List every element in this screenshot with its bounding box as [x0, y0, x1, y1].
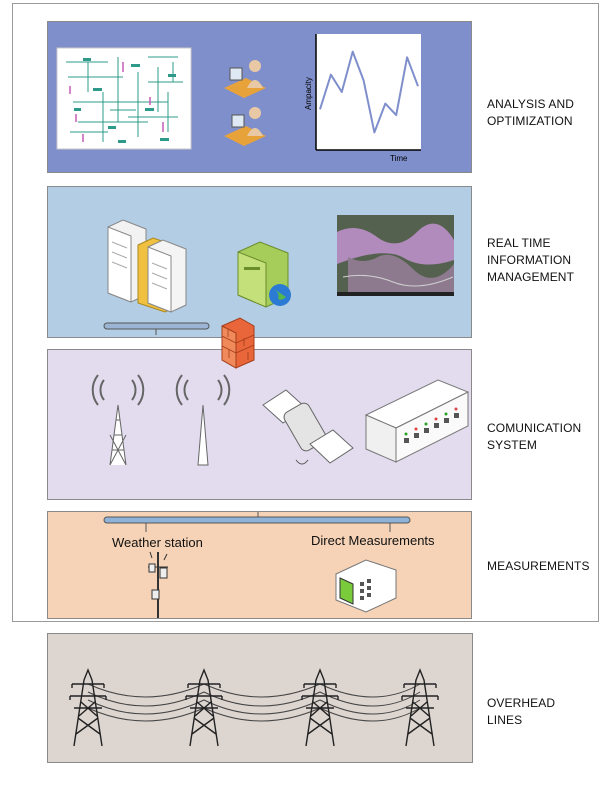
measurement-device-icon — [335, 559, 397, 613]
radio-tower-icon — [91, 374, 145, 466]
measurement-bus — [103, 516, 411, 524]
label-communication: COMUNICATION SYSTEM — [487, 421, 582, 452]
weather-station-label: Weather station — [112, 535, 203, 550]
layer-overhead — [47, 633, 473, 763]
transmission-tower-icon — [401, 668, 439, 747]
y-axis-label: Ampacity — [304, 77, 313, 110]
transmission-tower-icon — [185, 668, 223, 747]
overhead-illustrations — [69, 668, 439, 747]
server-rack-icon — [107, 219, 187, 313]
layer-measurements: Weather station Direct Measurements — [47, 511, 472, 619]
label-realtime: REAL TIME INFORMATION MANAGEMENT — [487, 236, 575, 284]
satellite-icon — [262, 389, 354, 465]
analysis-illustrations: Time Ampacity — [56, 34, 421, 163]
direct-measurements-label: Direct Measurements — [311, 533, 435, 548]
layer-analysis: Time Ampacity — [47, 21, 472, 173]
label-measurements: MEASUREMENTS — [487, 559, 590, 573]
grid-schematic-icon — [56, 47, 192, 150]
network-switch-icon — [364, 379, 470, 463]
data-bus — [103, 322, 210, 330]
weather-map-icon — [337, 215, 454, 296]
antenna-icon — [175, 374, 231, 466]
transmission-tower-icon — [301, 668, 339, 747]
layer-communication — [47, 349, 472, 500]
web-server-icon — [237, 241, 291, 308]
firewall-icon — [221, 317, 255, 369]
weather-station-icon — [148, 551, 168, 618]
communication-illustrations — [91, 374, 470, 466]
ampacity-chart: Time Ampacity — [304, 34, 421, 163]
operator-workstation-icon — [224, 60, 266, 146]
realtime-illustrations — [103, 215, 454, 335]
label-analysis: ANALYSIS AND OPTIMIZATION — [487, 97, 575, 128]
measurements-illustrations — [103, 512, 411, 618]
layer-realtime — [47, 186, 472, 338]
transmission-conductors — [87, 683, 421, 722]
x-axis-label: Time — [390, 154, 408, 163]
label-overhead: OVERHEAD LINES — [487, 696, 556, 727]
transmission-tower-icon — [69, 668, 107, 747]
